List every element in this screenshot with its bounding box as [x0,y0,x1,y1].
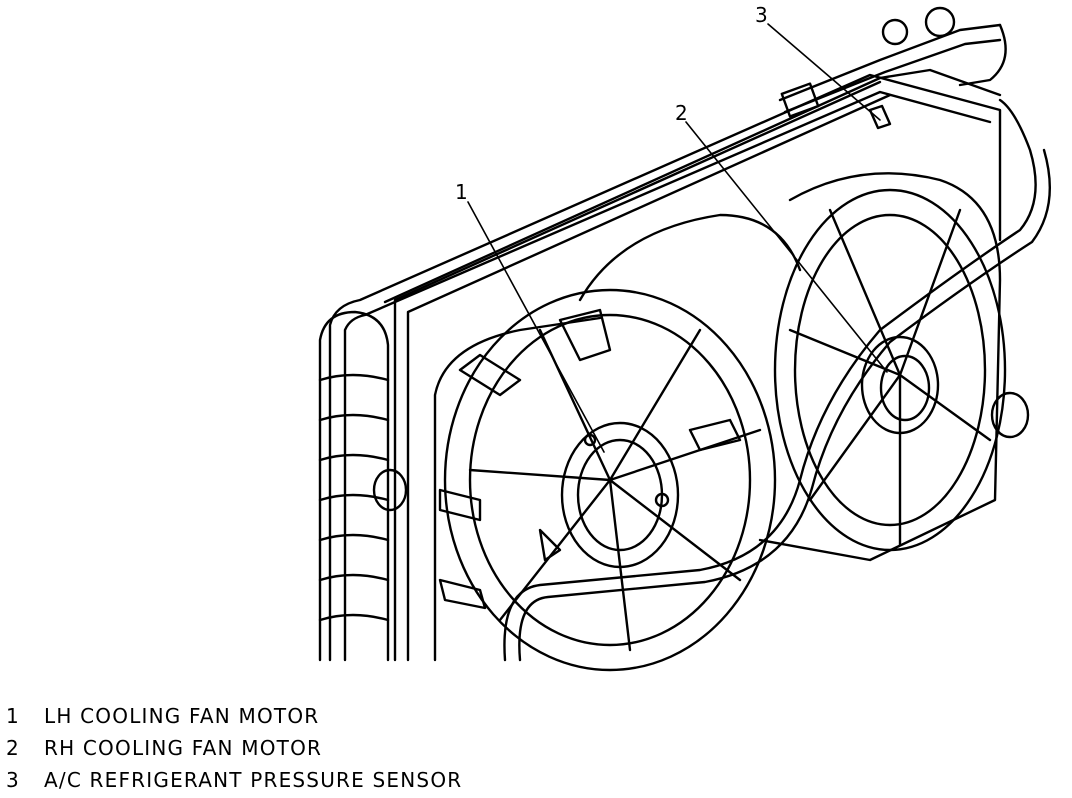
callout-number-2: 2 [675,101,688,125]
radiator-end-tank [318,310,408,662]
legend-label: A/C REFRIGERANT PRESSURE SENSOR [44,768,463,792]
callout-leaders [467,23,888,453]
legend-label: LH COOLING FAN MOTOR [44,704,320,728]
legend-item-2: 2 RH COOLING FAN MOTOR [6,732,706,764]
legend: 1 LH COOLING FAN MOTOR 2 RH COOLING FAN MO… [6,700,706,796]
leader-line-2 [685,121,888,373]
wiring-harness [503,98,1052,662]
legend-item-3: 3 A/C REFRIGERANT PRESSURE SENSOR [6,764,706,796]
radiator-frame [328,68,1002,662]
callout-number-3: 3 [755,3,768,27]
legend-item-1: 1 LH COOLING FAN MOTOR [6,700,706,732]
callout-number-1: 1 [455,180,468,204]
leader-line-1 [467,201,605,453]
legend-number: 1 [6,704,20,728]
legend-number: 3 [6,768,20,792]
legend-label: RH COOLING FAN MOTOR [44,736,323,760]
legend-number: 2 [6,736,20,760]
rh-fan-blades [788,208,992,547]
lh-fan-shroud [433,213,802,672]
ac-refrigerant-line [778,6,1007,130]
lh-cooling-fan-motor [560,421,680,569]
rh-cooling-fan-motor [860,335,1030,439]
leader-line-3 [767,23,881,121]
